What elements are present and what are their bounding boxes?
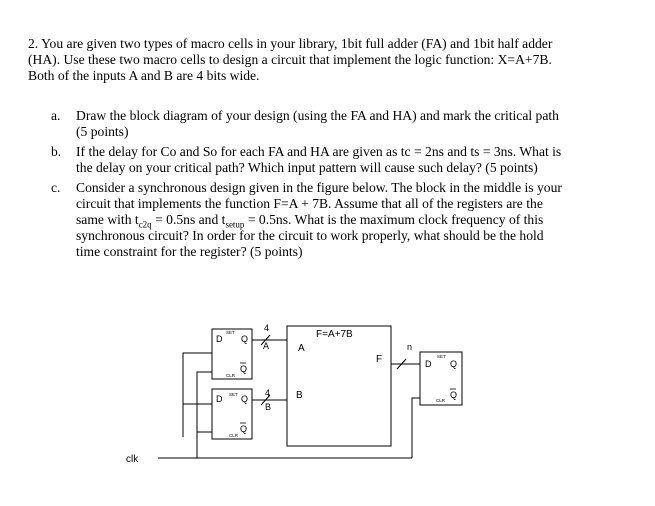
item-c-line-1: Consider a synchronous design given in t… (76, 180, 562, 195)
item-a-line-1: Draw the block diagram of your design (u… (76, 108, 559, 123)
block-output-f: F (376, 354, 382, 365)
reg-bottom-d: D (216, 394, 223, 404)
reg-output-q: Q (450, 359, 457, 369)
bus-b-width: 4 (265, 388, 270, 398)
clk-top (196, 371, 212, 458)
reg-top-d: D (216, 334, 223, 344)
reg-top-q: Q (241, 334, 248, 344)
reg-output-d: D (425, 359, 432, 369)
item-b-label: b. (51, 144, 62, 159)
item-c-sub-setup: setup (225, 219, 245, 230)
logic-block (286, 325, 392, 447)
item-c-line-3-b: = 0.5ns and t (151, 212, 226, 227)
item-c-line-5: time constraint for the register? (5 poi… (76, 244, 303, 259)
item-c-label: c. (51, 180, 61, 195)
clk-output (411, 397, 420, 458)
item-c-sub-c2q: c2q (138, 219, 152, 230)
register-top (211, 328, 253, 380)
reg-top-qbar: Q (240, 364, 247, 374)
reg-top-clr: CLR (226, 373, 236, 378)
item-b-line-1: If the delay for Co and So for each FA a… (76, 144, 562, 159)
item-b-line-2: the delay on your critical path? Which i… (76, 160, 538, 175)
reg-bottom-q: Q (241, 394, 248, 404)
clk-label: clk (126, 454, 139, 465)
bus-b-slash (260, 394, 271, 406)
block-label: F=A+7B (316, 329, 353, 340)
item-c-line-3: same with tc2q = 0.5ns and tsetup = 0.5n… (76, 212, 544, 230)
reg-bottom-qbar: Q (240, 424, 247, 434)
bus-f-slash (396, 358, 407, 370)
item-c-line-2: circuit that implements the function F=A… (76, 196, 543, 211)
reg-output-clr: CLR (436, 398, 446, 403)
question-line-3: Both of the inputs A and B are 4 bits wi… (28, 68, 260, 83)
reg-output-qbar: Q (450, 390, 457, 400)
item-c-line-3-a: same with t (76, 212, 139, 227)
question-line-1: 2. You are given two types of macro cell… (28, 36, 553, 51)
bus-a-slash (260, 334, 271, 346)
item-a-line-2: (5 points) (76, 124, 129, 139)
reg-bottom-set: SET (229, 392, 238, 397)
register-bottom (211, 388, 253, 440)
bus-out-width: n (407, 342, 412, 352)
feedback-bottom (182, 403, 212, 437)
question-line-2: (HA). Use these two macro cells to desig… (28, 52, 552, 67)
register-output (419, 351, 463, 406)
wire-b-name: B (265, 402, 271, 412)
bus-a-width: 4 (264, 323, 269, 333)
item-c-line-3-c: = 0.5ns. What is the maximum clock frequ… (244, 212, 544, 227)
reg-bottom-clr: CLR (229, 433, 239, 438)
reg-top-set: SET (226, 330, 235, 335)
block-input-a: A (298, 343, 305, 354)
block-input-b: B (296, 390, 303, 401)
item-a-label: a. (51, 108, 61, 123)
reg-output-set: SET (437, 354, 446, 359)
wire-a-name: A (263, 341, 269, 351)
item-c-line-4: synchronous circuit? In order for the ci… (76, 228, 544, 243)
